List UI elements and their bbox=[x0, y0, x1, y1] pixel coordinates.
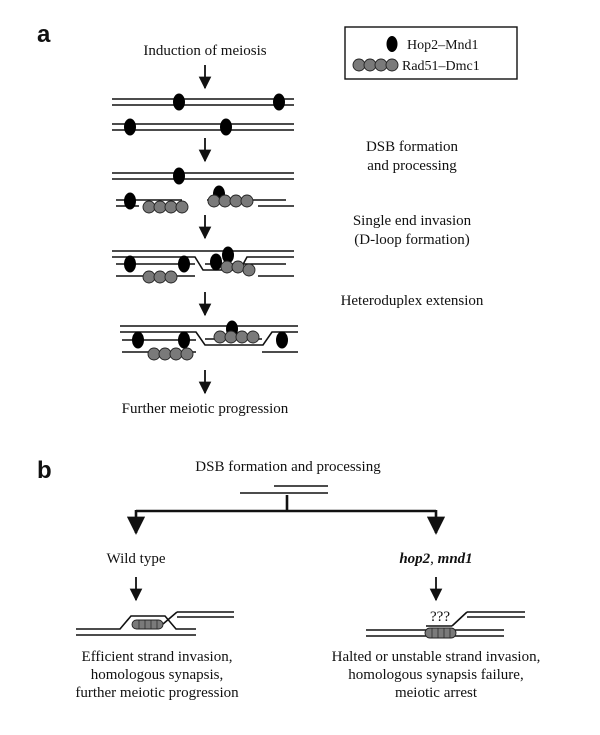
hop2-mnd1 bbox=[178, 331, 190, 349]
rad51-dmc1-filament bbox=[147, 347, 194, 361]
hop2-mnd1 bbox=[173, 93, 185, 111]
mutant-label: hop2, mnd1 bbox=[399, 551, 472, 567]
rad51-dmc1-filament bbox=[142, 270, 178, 284]
wild-type-outcome-line2: homologous synapsis, bbox=[91, 667, 224, 683]
hop2-gene-label: hop2 bbox=[399, 551, 430, 567]
unknown-marker: ??? bbox=[430, 609, 450, 625]
legend-rad51-dmc1-label: Rad51–Dmc1 bbox=[402, 59, 480, 74]
legend-hop2-mnd1-symbol bbox=[386, 36, 398, 52]
hop2-mnd1 bbox=[276, 331, 288, 349]
stage3-d-loop bbox=[112, 246, 294, 284]
mutant-outcome-line2: homologous synapsis failure, bbox=[348, 667, 523, 683]
rad51-dmc1-filament bbox=[424, 627, 457, 639]
hop2-mnd1 bbox=[220, 118, 232, 136]
hop2-mnd1 bbox=[124, 255, 136, 273]
hop2-mnd1 bbox=[210, 253, 222, 271]
wild-type-outcome-line3: further meiotic progression bbox=[75, 685, 239, 701]
hop2-mnd1 bbox=[178, 255, 190, 273]
legend-rad51-dmc1-symbol bbox=[352, 58, 399, 72]
stage1-homologs bbox=[112, 93, 294, 136]
hop2-mnd1 bbox=[173, 167, 185, 185]
induction-label: Induction of meiosis bbox=[143, 43, 266, 59]
wild-type-label: Wild type bbox=[107, 551, 166, 567]
rad51-dmc1-filament bbox=[213, 330, 260, 344]
legend-hop2-mnd1-label: Hop2–Mnd1 bbox=[407, 38, 479, 53]
legend: Hop2–Mnd1 Rad51–Dmc1 bbox=[344, 26, 518, 80]
mutant-invasion bbox=[366, 611, 525, 639]
mutant-outcome-line1: Halted or unstable strand invasion, bbox=[332, 649, 541, 665]
panel-b-title: DSB formation and processing bbox=[195, 459, 381, 475]
panel-label-a: a bbox=[37, 21, 51, 48]
stage4-heteroduplex bbox=[120, 320, 298, 361]
hop2-mnd1 bbox=[124, 118, 136, 136]
step2-label-line1: Single end invasion bbox=[353, 213, 472, 229]
step1-label-line2: and processing bbox=[367, 158, 457, 174]
further-progression-label: Further meiotic progression bbox=[122, 401, 289, 417]
hop2-mnd1 bbox=[132, 331, 144, 349]
wild-type-invasion bbox=[76, 611, 234, 636]
wild-type-outcome-line1: Efficient strand invasion, bbox=[82, 649, 233, 665]
step2-label-line2: (D-loop formation) bbox=[354, 232, 469, 248]
rad51-dmc1-filament bbox=[207, 194, 254, 208]
legend-box bbox=[344, 26, 518, 80]
mutant-label-separator: , bbox=[430, 551, 438, 567]
rad51-dmc1-filament bbox=[142, 200, 189, 214]
rad51-dmc1-filament bbox=[131, 619, 164, 630]
rad51-dmc1-filament bbox=[220, 260, 256, 277]
mnd1-gene-label: mnd1 bbox=[438, 551, 473, 567]
mutant-outcome-line3: meiotic arrest bbox=[395, 685, 478, 701]
step3-label: Heteroduplex extension bbox=[341, 293, 484, 309]
hop2-mnd1 bbox=[273, 93, 285, 111]
step1-label-line1: DSB formation bbox=[366, 139, 459, 155]
hop2-mnd1 bbox=[222, 246, 234, 264]
hop2-mnd1 bbox=[124, 192, 136, 210]
panel-label-b: b bbox=[37, 457, 52, 484]
stage2-dsb bbox=[112, 167, 294, 214]
panel-b-dsb-symbol bbox=[240, 485, 328, 494]
branch-arrows bbox=[126, 495, 446, 535]
